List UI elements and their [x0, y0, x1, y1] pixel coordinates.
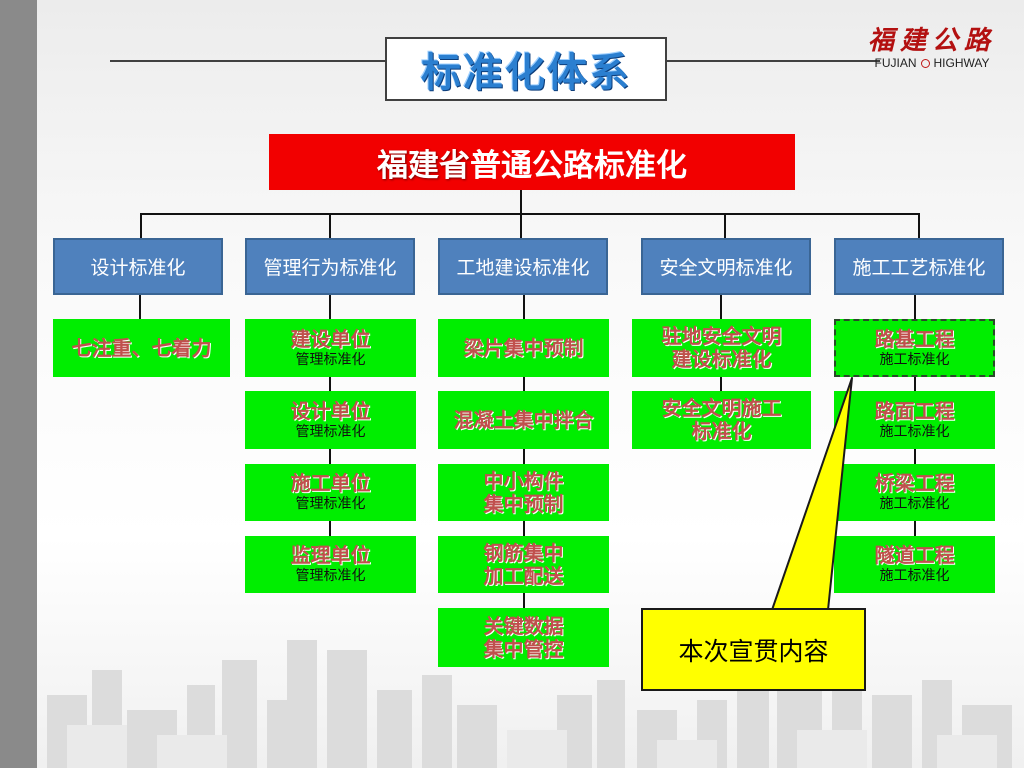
site-item-line1: 中小构件 — [484, 470, 564, 493]
site-item: 混凝土集中拌合 — [438, 391, 609, 449]
logo-en-right: HIGHWAY — [934, 56, 990, 70]
site-item-line1: 梁片集中预制 — [464, 337, 584, 360]
title-rule-right — [667, 60, 880, 62]
site-item-line1: 钢筋集中 — [484, 542, 564, 565]
site-connector — [523, 593, 525, 608]
craft-item: 隧道工程 施工标准化 — [834, 536, 995, 593]
site-item: 关键数据 集中管控 — [438, 608, 609, 667]
management-item-sub: 管理标准化 — [296, 495, 366, 513]
management-item-title: 监理单位 — [291, 544, 371, 567]
root-main: 普通公路标准化 — [470, 140, 687, 185]
category-connector — [520, 213, 522, 238]
category-management: 管理行为标准化 — [245, 238, 415, 295]
safety-item-line1: 安全文明施工 — [662, 397, 782, 420]
design-connector — [139, 295, 141, 319]
logo-english-text: FUJIAN HIGHWAY — [862, 56, 1002, 70]
site-connector — [523, 449, 525, 464]
craft-item-highlighted: 路基工程 施工标准化 — [834, 319, 995, 377]
category-site-construction: 工地建设标准化 — [438, 238, 608, 295]
safety-item: 安全文明施工 标准化 — [632, 391, 811, 449]
category-construction-craft: 施工工艺标准化 — [834, 238, 1004, 295]
management-item: 监理单位 管理标准化 — [245, 536, 416, 593]
site-item: 梁片集中预制 — [438, 319, 609, 377]
title-rule-left — [110, 60, 385, 62]
site-item-line1: 混凝土集中拌合 — [454, 409, 594, 432]
category-connector — [140, 213, 142, 238]
craft-connector — [914, 377, 916, 391]
root-node: 福建省普通公路标准化 — [269, 134, 795, 190]
safety-item-line1: 驻地安全文明 — [662, 325, 782, 348]
management-connector — [329, 449, 331, 464]
site-connector — [523, 295, 525, 319]
craft-item-sub: 施工标准化 — [880, 567, 950, 585]
site-item-line2: 集中管控 — [484, 638, 564, 661]
management-connector — [329, 377, 331, 391]
management-item-sub: 管理标准化 — [296, 423, 366, 441]
craft-item: 桥梁工程 施工标准化 — [834, 464, 995, 521]
craft-item-sub: 施工标准化 — [880, 423, 950, 441]
craft-connector — [914, 449, 916, 464]
management-item-title: 施工单位 — [291, 472, 371, 495]
logo-en-left: FUJIAN — [875, 56, 917, 70]
craft-item-title: 路基工程 — [875, 328, 955, 351]
site-item: 中小构件 集中预制 — [438, 464, 609, 521]
management-item: 施工单位 管理标准化 — [245, 464, 416, 521]
craft-item-title: 桥梁工程 — [875, 472, 955, 495]
management-item-title: 设计单位 — [291, 400, 371, 423]
site-item-line2: 加工配送 — [484, 565, 564, 588]
craft-item-sub: 施工标准化 — [880, 351, 950, 369]
management-item-title: 建设单位 — [291, 328, 371, 351]
site-item-line2: 集中预制 — [484, 493, 564, 516]
safety-connector — [720, 295, 722, 319]
safety-item-line2: 建设标准化 — [672, 348, 772, 371]
logo-circle-icon — [921, 59, 930, 68]
safety-item-line2: 标准化 — [692, 420, 752, 443]
site-connector — [523, 521, 525, 536]
category-connector — [724, 213, 726, 238]
safety-connector — [720, 377, 722, 391]
category-connector — [918, 213, 920, 238]
management-item-sub: 管理标准化 — [296, 351, 366, 369]
craft-connector — [914, 521, 916, 536]
category-safety-civilization: 安全文明标准化 — [641, 238, 811, 295]
slide-title: 标准化体系 — [385, 37, 667, 101]
callout-box: 本次宣贯内容 — [641, 608, 866, 691]
management-connector — [329, 521, 331, 536]
design-item-title: 七注重、七着力 — [72, 337, 212, 360]
root-connector — [520, 190, 522, 214]
site-item-line1: 关键数据 — [484, 615, 564, 638]
craft-item-sub: 施工标准化 — [880, 495, 950, 513]
craft-item: 路面工程 施工标准化 — [834, 391, 995, 449]
site-connector — [523, 377, 525, 391]
safety-item: 驻地安全文明 建设标准化 — [632, 319, 811, 377]
category-connector — [329, 213, 331, 238]
root-prefix: 福建省 — [377, 140, 470, 185]
craft-item-title: 隧道工程 — [875, 544, 955, 567]
category-bus-line — [140, 213, 920, 215]
category-design: 设计标准化 — [53, 238, 223, 295]
fujian-highway-logo: 福建公路 FUJIAN HIGHWAY — [862, 26, 1002, 74]
craft-item-title: 路面工程 — [875, 400, 955, 423]
management-connector — [329, 295, 331, 319]
left-gray-bar — [0, 0, 37, 768]
callout-text: 本次宣贯内容 — [678, 632, 828, 668]
site-item: 钢筋集中 加工配送 — [438, 536, 609, 593]
craft-connector — [914, 295, 916, 319]
management-item: 建设单位 管理标准化 — [245, 319, 416, 377]
management-item-sub: 管理标准化 — [296, 567, 366, 585]
design-item: 七注重、七着力 — [53, 319, 230, 377]
logo-chinese-text: 福建公路 — [862, 26, 1002, 56]
management-item: 设计单位 管理标准化 — [245, 391, 416, 449]
